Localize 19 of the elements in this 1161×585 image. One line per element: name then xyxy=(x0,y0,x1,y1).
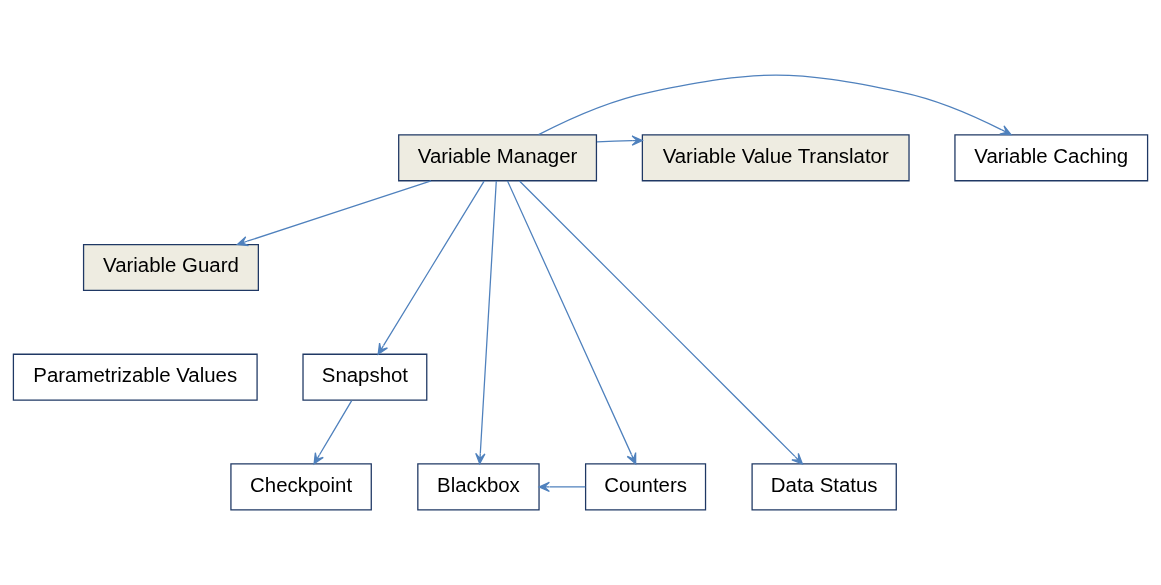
node-box: Blackbox xyxy=(417,463,540,511)
node-box: Variable Guard xyxy=(82,243,259,292)
arrow xyxy=(377,180,485,355)
arrow xyxy=(236,180,432,247)
arrow xyxy=(537,74,1012,136)
node-box: Parametrizable Values xyxy=(12,353,258,401)
node-box: Snapshot xyxy=(302,353,428,401)
node-box: Variable Caching xyxy=(954,134,1149,182)
node-box: Variable Manager xyxy=(398,134,598,182)
arrow xyxy=(518,180,803,465)
arrow xyxy=(538,481,586,493)
node-box: Counters xyxy=(584,463,707,511)
node-box: Checkpoint xyxy=(230,463,372,511)
node-box: Variable Value Translator xyxy=(641,134,910,182)
arrow xyxy=(596,135,643,146)
arrow xyxy=(313,400,353,465)
arrow xyxy=(475,180,497,465)
node-box: Data Status xyxy=(751,463,897,511)
arrow xyxy=(506,180,637,465)
